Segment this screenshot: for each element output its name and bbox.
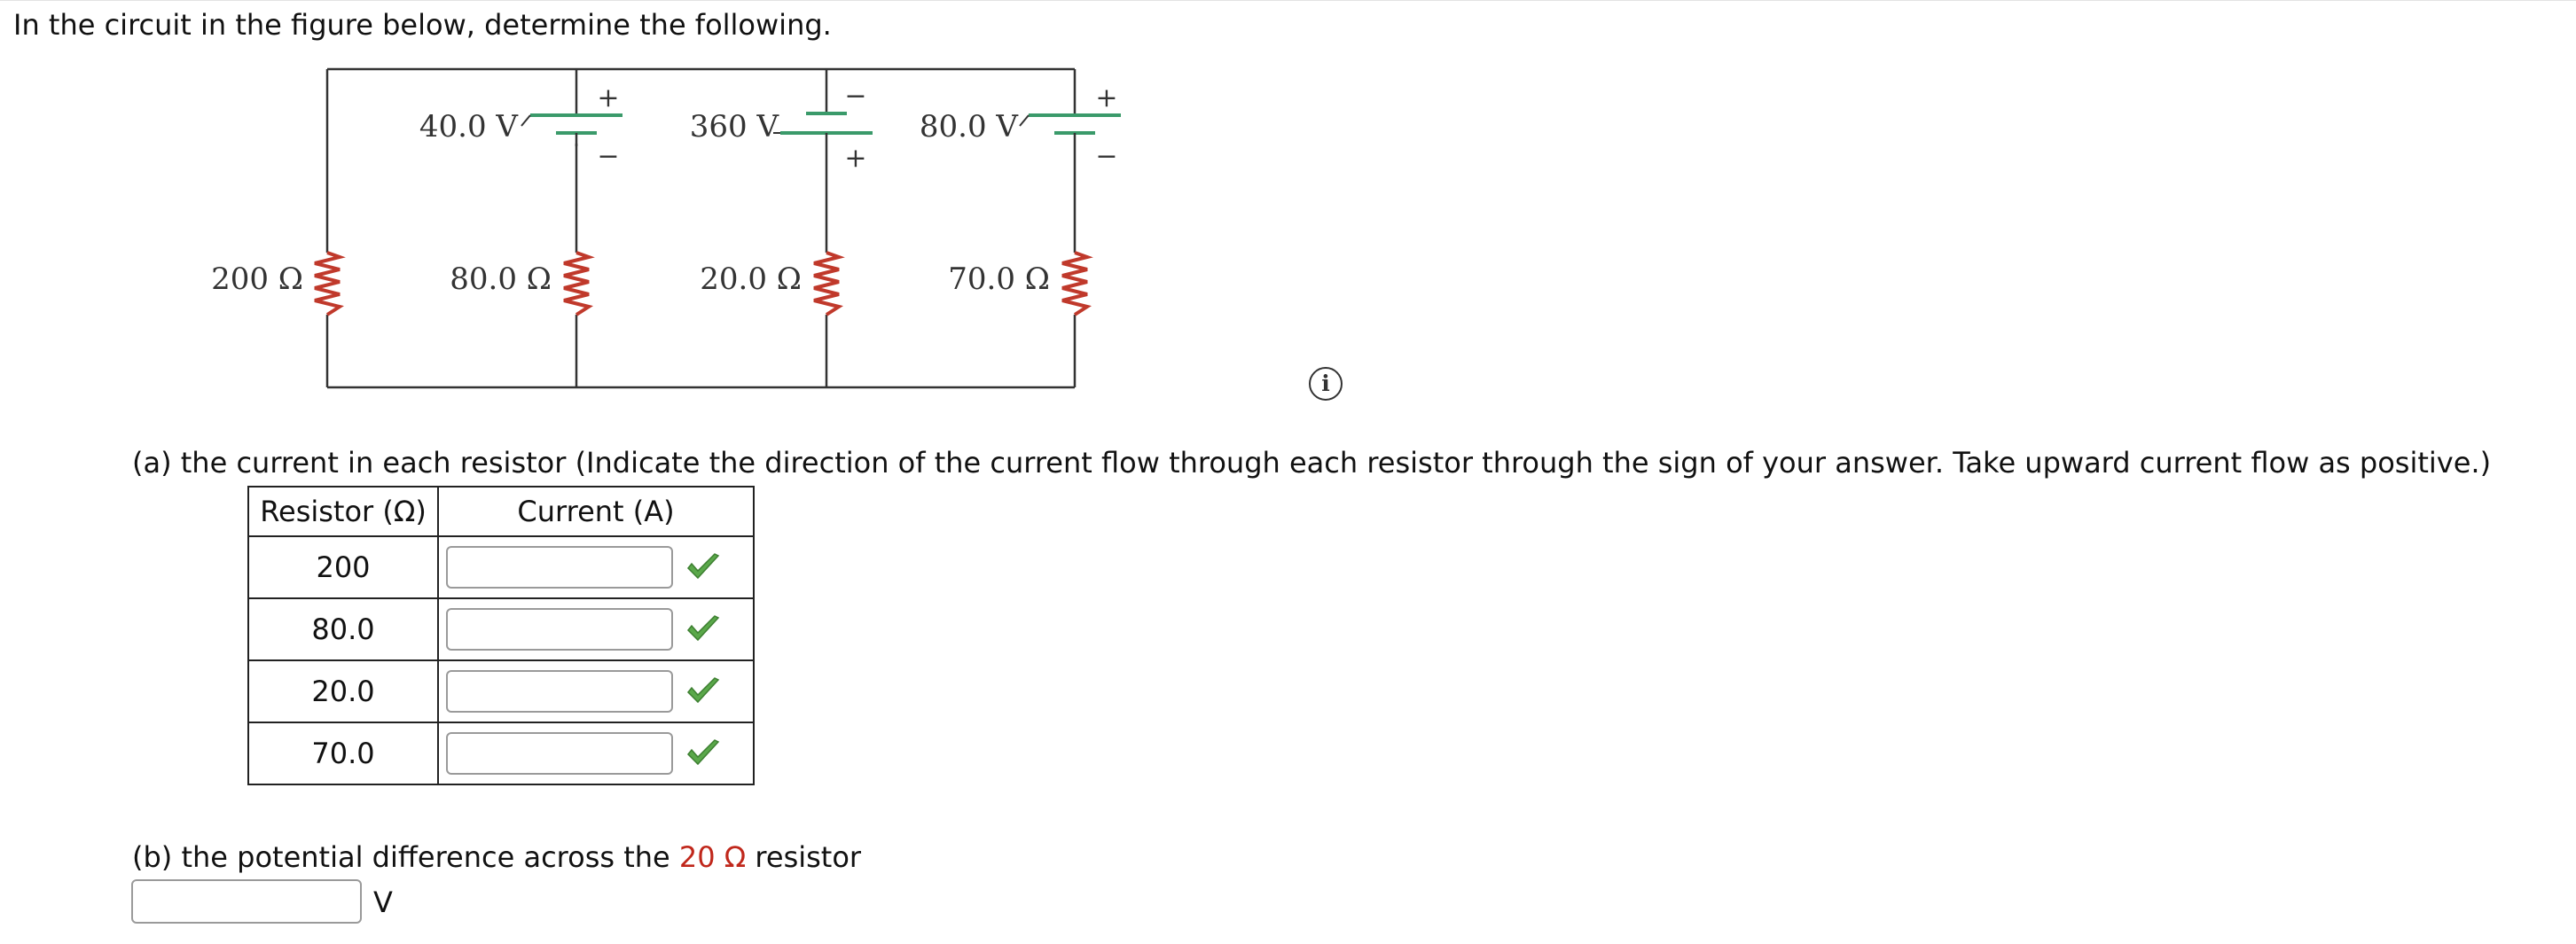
battery-80v-plus: +	[1095, 82, 1117, 113]
battery-40v-label: 40.0 V	[419, 109, 520, 144]
resistor-200-label: 200 Ω	[211, 261, 303, 297]
resistor-80-label: 80.0 Ω	[450, 261, 552, 297]
table-header-row: Resistor (Ω) Current (A)	[247, 486, 755, 537]
battery-80v: 80.0 V + −	[920, 82, 1121, 172]
part-b-highlight: 20 Ω	[678, 840, 747, 874]
part-a-question: (a) the current in each resistor (Indica…	[132, 446, 2492, 480]
circuit-diagram: 40.0 V + − 360 V − + 80.0 V + − 200 Ω 80…	[211, 67, 1121, 389]
part-b-input-wrap	[131, 879, 362, 924]
current-table: Resistor (Ω) Current (A) 200 80.0 20.0	[247, 486, 755, 785]
resistor-70: 70.0 Ω	[948, 251, 1093, 316]
top-divider	[0, 0, 2576, 1]
correct-check-icon	[686, 677, 720, 704]
current-cell	[437, 535, 755, 599]
question-prompt: In the circuit in the figure below, dete…	[13, 8, 832, 42]
correct-check-icon	[686, 615, 720, 642]
battery-40v-minus: −	[597, 141, 619, 172]
battery-360v-label: 360 V	[690, 109, 780, 144]
battery-360v-plus: +	[844, 143, 866, 174]
part-b-prefix: (b) the potential difference across the	[132, 840, 679, 874]
table-row: 200	[247, 535, 755, 599]
col-resistor-header: Resistor (Ω)	[247, 486, 439, 537]
current-input-20[interactable]	[446, 670, 673, 713]
battery-40v: 40.0 V + −	[419, 82, 622, 172]
table-row: 80.0	[247, 597, 755, 661]
resistor-20-label: 20.0 Ω	[700, 261, 802, 297]
info-icon[interactable]: i	[1309, 367, 1343, 401]
current-input-200[interactable]	[446, 546, 673, 589]
current-cell	[437, 659, 755, 723]
battery-80v-minus: −	[1095, 141, 1117, 172]
potential-difference-input[interactable]	[131, 879, 362, 924]
col-current-header: Current (A)	[437, 486, 755, 537]
battery-40v-plus: +	[597, 82, 619, 113]
resistor-cell: 70.0	[247, 722, 439, 785]
part-b-suffix: resistor	[746, 840, 862, 874]
resistor-20: 20.0 Ω	[700, 251, 845, 316]
table-row: 20.0	[247, 659, 755, 723]
current-cell	[437, 597, 755, 661]
battery-360v: 360 V − +	[690, 81, 873, 174]
part-b-unit: V	[373, 885, 393, 919]
resistor-cell: 200	[247, 535, 439, 599]
part-b-question: (b) the potential difference across the …	[132, 838, 861, 877]
resistor-200: 200 Ω	[211, 251, 346, 316]
correct-check-icon	[686, 553, 720, 580]
resistor-80: 80.0 Ω	[450, 251, 595, 316]
circuit-wires	[325, 67, 1077, 389]
current-input-70[interactable]	[446, 732, 673, 775]
current-cell	[437, 722, 755, 785]
correct-check-icon	[686, 739, 720, 766]
resistor-cell: 20.0	[247, 659, 439, 723]
resistor-cell: 80.0	[247, 597, 439, 661]
resistor-70-label: 70.0 Ω	[948, 261, 1050, 297]
battery-360v-minus: −	[844, 81, 866, 112]
table-row: 70.0	[247, 722, 755, 785]
battery-80v-label: 80.0 V	[920, 109, 1020, 144]
current-input-80[interactable]	[446, 608, 673, 651]
